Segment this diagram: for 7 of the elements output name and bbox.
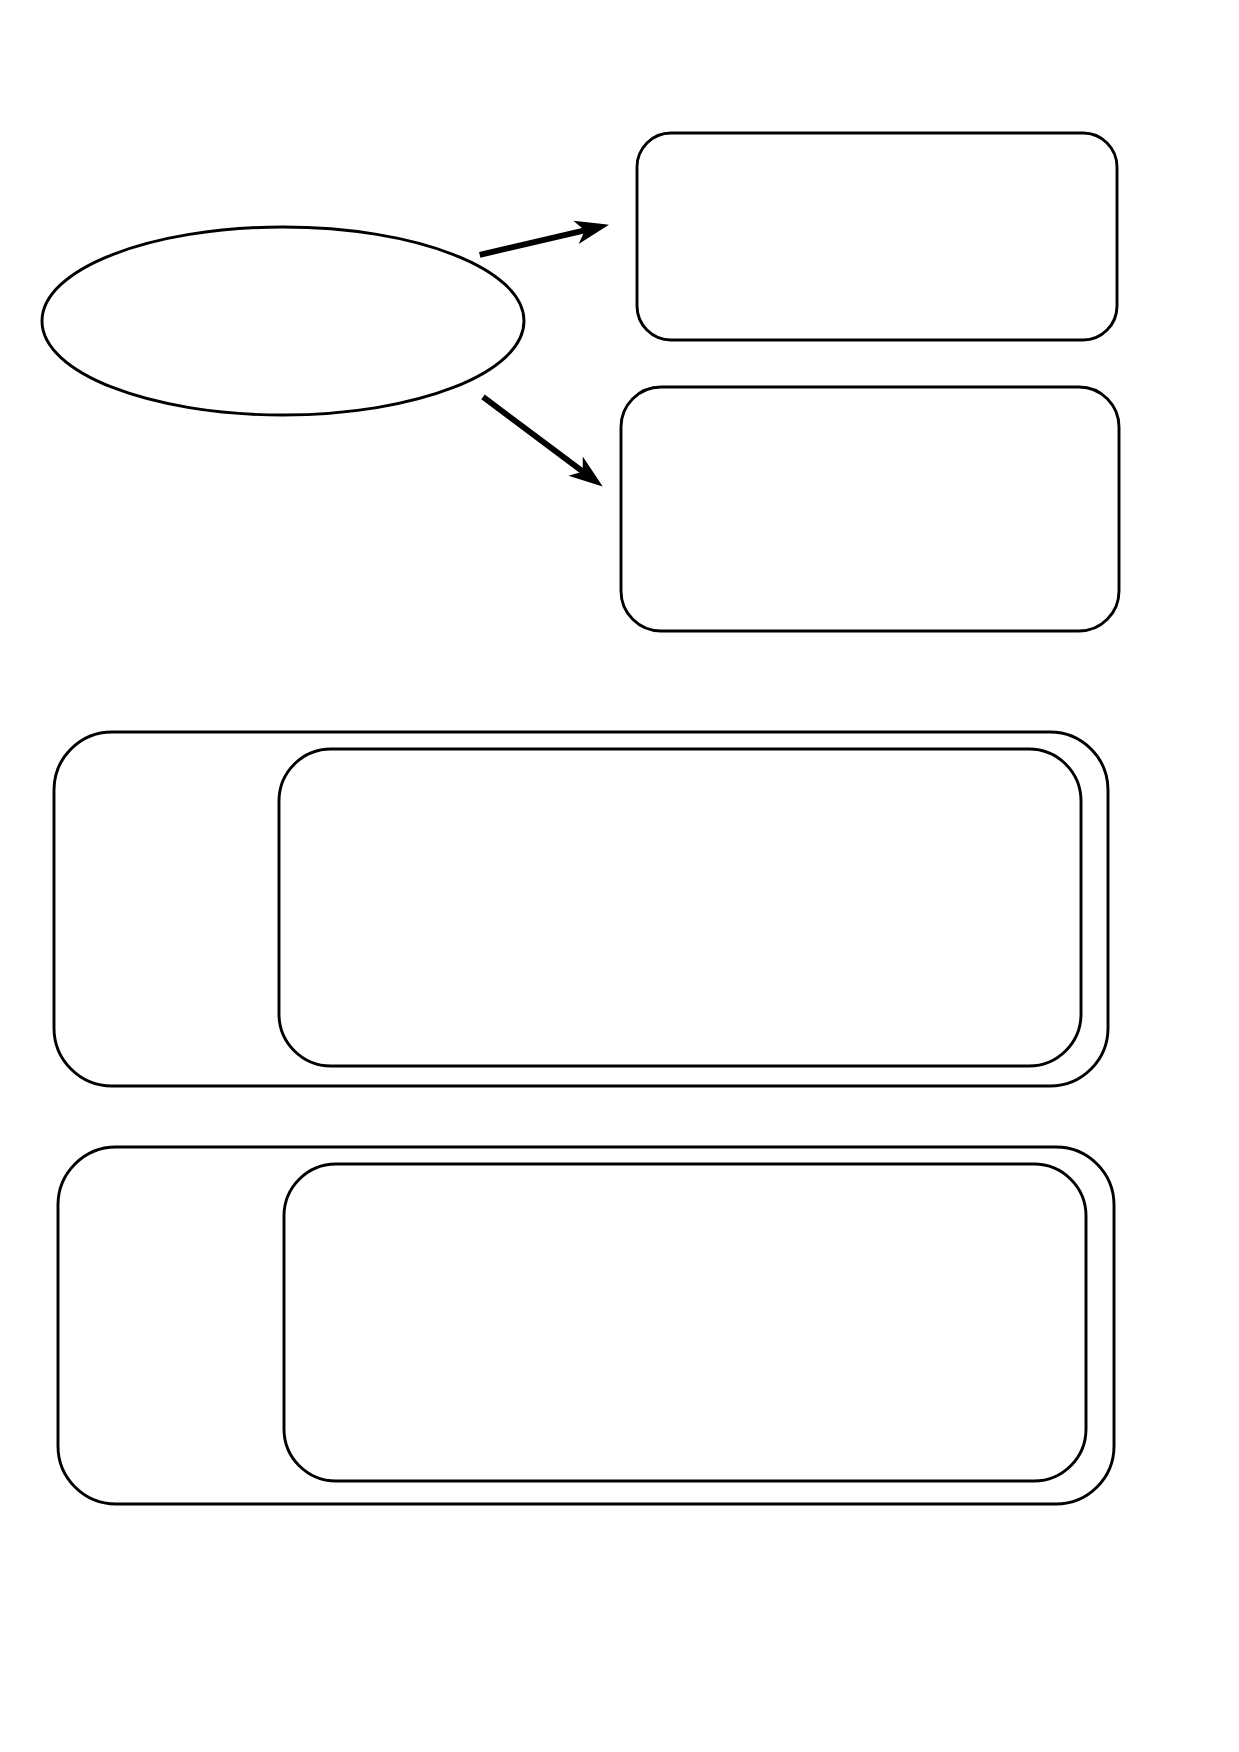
rounded-box	[282, 1162, 1088, 1483]
rounded-box	[635, 131, 1119, 342]
rounded-box	[619, 385, 1121, 633]
rounded-box	[52, 730, 1110, 1088]
oval	[40, 225, 526, 417]
rounded-box	[56, 1145, 1116, 1506]
rounded-box	[277, 747, 1083, 1068]
